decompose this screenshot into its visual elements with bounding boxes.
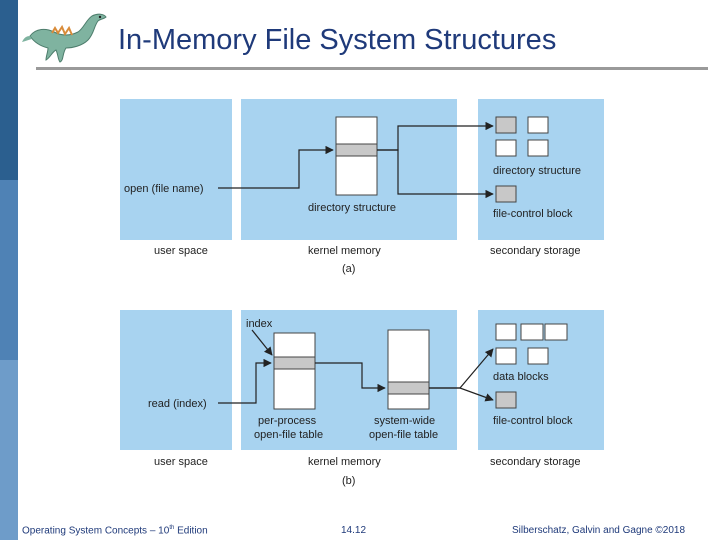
b-user-space-panel xyxy=(120,310,232,450)
footer-edition-sup: th xyxy=(169,525,175,531)
b-fcb-label: file-control block xyxy=(493,415,573,427)
footer-left: Operating System Concepts – 10th Edition xyxy=(22,525,208,536)
b-fcb-arrow xyxy=(429,387,494,402)
sidebar-stripe xyxy=(0,0,18,540)
b-data-block xyxy=(495,347,517,365)
b-system-wide-label-2: open-file table xyxy=(369,429,438,441)
b-fcb-block xyxy=(495,391,517,409)
a-open-arrow xyxy=(218,145,334,189)
a-directory-structure-label: directory structure xyxy=(308,202,396,214)
b-read-call-label: read (index) xyxy=(148,398,207,410)
b-per-process-label: per-process xyxy=(258,415,317,427)
a-disk-block xyxy=(527,139,549,157)
a-disk-block xyxy=(495,139,517,157)
b-per-process-to-system-arrow xyxy=(315,362,386,393)
footer-edition: Edition xyxy=(174,525,208,537)
title-divider xyxy=(36,67,708,70)
b-system-wide-table xyxy=(387,329,430,410)
b-data-block xyxy=(527,347,549,365)
b-secondary-storage-label: secondary storage xyxy=(490,456,581,468)
b-read-arrow xyxy=(218,358,272,404)
b-index-label: index xyxy=(246,318,273,330)
slide-title: In-Memory File System Structures xyxy=(118,24,557,56)
footer-page-number: 14.12 xyxy=(341,525,367,536)
b-index-arrow xyxy=(251,329,273,356)
b-per-process-table xyxy=(273,332,316,410)
b-caption: (b) xyxy=(342,475,355,487)
a-fcb-block xyxy=(495,185,517,203)
a-secondary-storage-label: secondary storage xyxy=(490,245,581,257)
a-directory-entry xyxy=(335,143,378,157)
a-caption: (a) xyxy=(342,263,355,275)
footer-copyright: Silberschatz, Galvin and Gagne ©2018 xyxy=(512,525,686,536)
a-disk-block xyxy=(527,116,549,134)
b-data-blocks-label: data blocks xyxy=(493,371,549,383)
a-secondary-directory-label: directory structure xyxy=(493,165,581,177)
b-data-block xyxy=(544,323,568,341)
a-kernel-memory-label: kernel memory xyxy=(308,245,381,257)
b-system-wide-entry xyxy=(387,381,430,395)
a-open-call-label: open (file name) xyxy=(124,183,204,195)
b-data-block xyxy=(495,323,517,341)
b-data-block xyxy=(520,323,544,341)
a-fcb-label: file-control block xyxy=(493,208,573,220)
a-user-space-label: user space xyxy=(154,245,208,257)
dinosaur-logo xyxy=(22,13,107,63)
b-system-wide-label: system-wide xyxy=(374,415,435,427)
a-fcb-arrow xyxy=(377,149,494,199)
b-user-space-label: user space xyxy=(154,456,208,468)
b-per-process-label-2: open-file table xyxy=(254,429,323,441)
a-disk-block xyxy=(495,116,517,134)
a-user-space-panel xyxy=(120,99,232,240)
b-kernel-memory-label: kernel memory xyxy=(308,456,381,468)
footer-book-title: Operating System Concepts – 10 xyxy=(22,525,170,537)
b-per-process-entry xyxy=(273,356,316,370)
